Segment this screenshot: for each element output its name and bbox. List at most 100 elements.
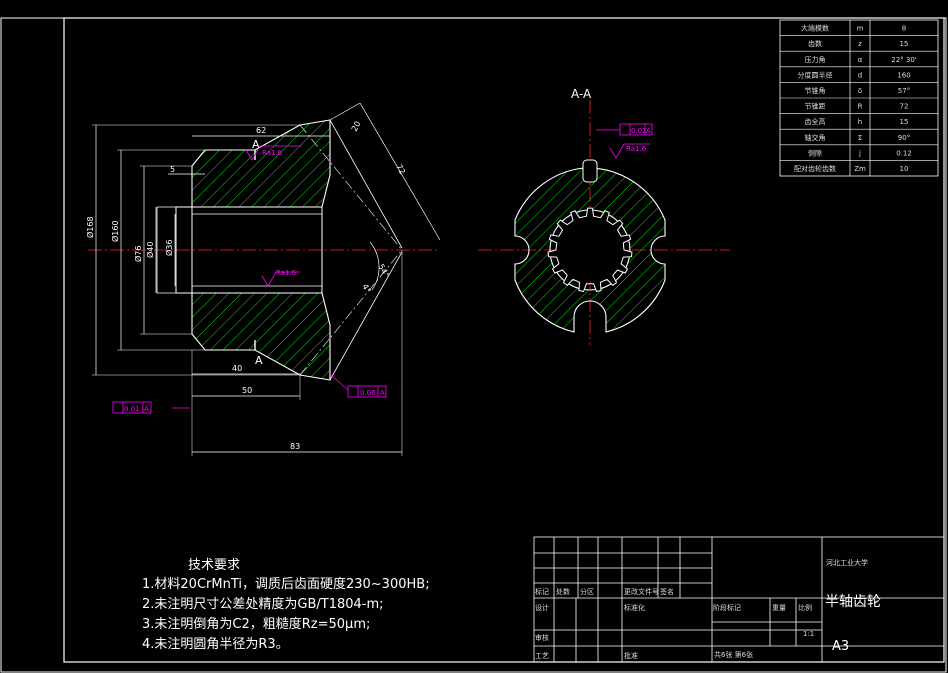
gear-table-sym: j — [858, 149, 861, 157]
tb-school: 河北工业大学 — [826, 558, 868, 567]
angle-arc — [369, 241, 380, 291]
dim-83-text: 83 — [290, 442, 300, 451]
gear-table-name: 侧隙 — [808, 148, 822, 157]
tb-part-name: 半轴齿轮 — [825, 594, 881, 610]
section-label-a-a: A-A — [571, 87, 592, 101]
cone-line-4 — [299, 249, 403, 376]
gear-table-name: 齿数 — [808, 39, 822, 48]
cone-extend-2 — [359, 102, 441, 241]
gear-table-name: 大端模数 — [801, 24, 829, 33]
title-block — [533, 536, 945, 663]
dim-76-text: Ø76 — [133, 246, 143, 262]
tb-scale-label: 比例 — [798, 603, 812, 612]
side-section-view: Ø168 Ø160 Ø76 Ø40 Ø36 62 5 40 50 83 20 7… — [85, 102, 441, 456]
bore-outline — [175, 206, 323, 294]
roughness-symbol-1: Ra1.6 — [245, 145, 302, 161]
outer-sheet-border — [0, 17, 947, 673]
dim-20-text: 20 — [350, 120, 363, 133]
gear-table-sym: Σ — [858, 134, 862, 142]
svg-text:A: A — [380, 389, 385, 397]
gear-table-sym: α — [858, 56, 863, 64]
gear-table-sym: R — [858, 103, 863, 111]
note-3: 3.未注明倒角为C2，粗糙度Rz=50μm; — [142, 616, 370, 632]
gear-table-sym: m — [857, 25, 864, 33]
dim-40-text: Ø40 — [145, 242, 155, 258]
runout-tolerance-cone: 0.06 A — [329, 373, 387, 398]
gear-table-name: 分度圆半径 — [798, 70, 833, 79]
gear-table-val: 15 — [900, 40, 909, 48]
gear-table-val: 72 — [900, 103, 909, 111]
dim-50-text: 50 — [242, 386, 252, 395]
gear-table-sym: d — [858, 71, 862, 79]
svg-text:Ra1.6: Ra1.6 — [276, 269, 297, 277]
dim-40h-text: 40 — [232, 364, 242, 373]
gear-table-name: 轴交角 — [805, 133, 826, 142]
note-1: 1.材料20CrMnTi，调质后齿面硬度230~300HB; — [142, 576, 430, 592]
dim-5-text: 5 — [170, 165, 175, 174]
tb-sheet-size: A3 — [832, 639, 849, 654]
gear-table-val: 8 — [902, 25, 906, 33]
dim-160-text: Ø160 — [110, 220, 120, 242]
svg-text:A: A — [144, 405, 149, 413]
gear-table-val: 0.12 — [896, 149, 912, 157]
gear-table-val: 90° — [898, 134, 910, 142]
tb-standardize: 标准化 — [624, 603, 645, 612]
gear-table-sym: Zm — [854, 165, 866, 173]
section-a-a-hatch — [514, 167, 666, 333]
gear-table-sym: h — [858, 118, 862, 126]
gear-table-name: 压力角 — [805, 55, 826, 64]
note-4: 4.未注明圆角半径为R3。 — [142, 637, 289, 652]
gear-table-name: 齿全高 — [805, 117, 826, 126]
dim-72-text: 72 — [394, 163, 407, 176]
note-2: 2.未注明尺寸公差处精度为GB/T1804-m; — [142, 596, 384, 612]
tb-sheets: 共6张 第6张 — [714, 650, 753, 659]
tb-count: 处数 — [556, 587, 570, 596]
cone-line-3 — [299, 124, 403, 251]
svg-text:0.02: 0.02 — [631, 127, 647, 135]
tb-zone: 分区 — [580, 587, 594, 596]
svg-text:0.06: 0.06 — [360, 389, 376, 397]
section-mark-bot: A — [255, 354, 263, 367]
spline-teeth — [547, 207, 633, 293]
cone-line-2 — [329, 251, 403, 381]
roughness-symbol-3: Ra1.6 — [609, 143, 650, 159]
tb-design: 设计 — [535, 603, 549, 612]
gear-table-val: 10 — [900, 165, 909, 173]
svg-text:Ra1.6: Ra1.6 — [626, 145, 647, 153]
gear-table-val: 22° 30' — [891, 56, 917, 64]
roughness-symbol-2: Ra1.6 — [261, 269, 300, 287]
tb-approve: 批准 — [624, 651, 638, 660]
svg-text:0.01: 0.01 — [124, 405, 140, 413]
angle-4-text: 4° — [360, 283, 372, 295]
tb-weight: 重量 — [772, 604, 786, 612]
tb-process: 工艺 — [535, 652, 549, 660]
angle-54-text: 54° — [376, 263, 391, 280]
tb-sign: 签名 — [660, 587, 674, 596]
tb-docno: 更改文件号 — [624, 587, 659, 596]
a-a-section-view: A-A 0.02 A Ra1.6 — [478, 87, 730, 345]
section-mark-top: A — [252, 138, 260, 151]
notes-title: 技术要求 — [188, 558, 240, 573]
title-block-text: 河北工业大学 半轴齿轮 A3 1:1 标记 处数 分区 更改文件号 签名 设计 … — [535, 558, 881, 660]
keyway-slot — [582, 159, 598, 183]
parallel-tolerance-key: 0.02 A — [596, 123, 653, 136]
tb-scale: 1:1 — [803, 630, 814, 638]
svg-text:Ra1.6: Ra1.6 — [262, 149, 283, 157]
gear-table-name: 节锥角 — [805, 86, 826, 95]
gear-table-val: 57° — [898, 87, 910, 95]
cone-line-1 — [329, 119, 403, 249]
technical-notes: 技术要求 1.材料20CrMnTi，调质后齿面硬度230~300HB; 2.未注… — [142, 558, 430, 652]
cone-extend-1 — [329, 102, 361, 121]
drawing-frame — [63, 17, 945, 663]
runout-tolerance-face: 0.01 A — [112, 401, 190, 414]
tb-mark: 标记 — [535, 587, 549, 596]
gear-table-sym: δ — [858, 87, 862, 95]
gear-table-val: 160 — [897, 71, 910, 79]
gear-table-name: 节锥距 — [805, 102, 826, 111]
tb-stage-mark: 阶段标记 — [713, 603, 741, 612]
dim-62-text: 62 — [256, 126, 266, 135]
dim-36-text: Ø36 — [164, 240, 174, 256]
tb-review: 审核 — [535, 633, 549, 642]
